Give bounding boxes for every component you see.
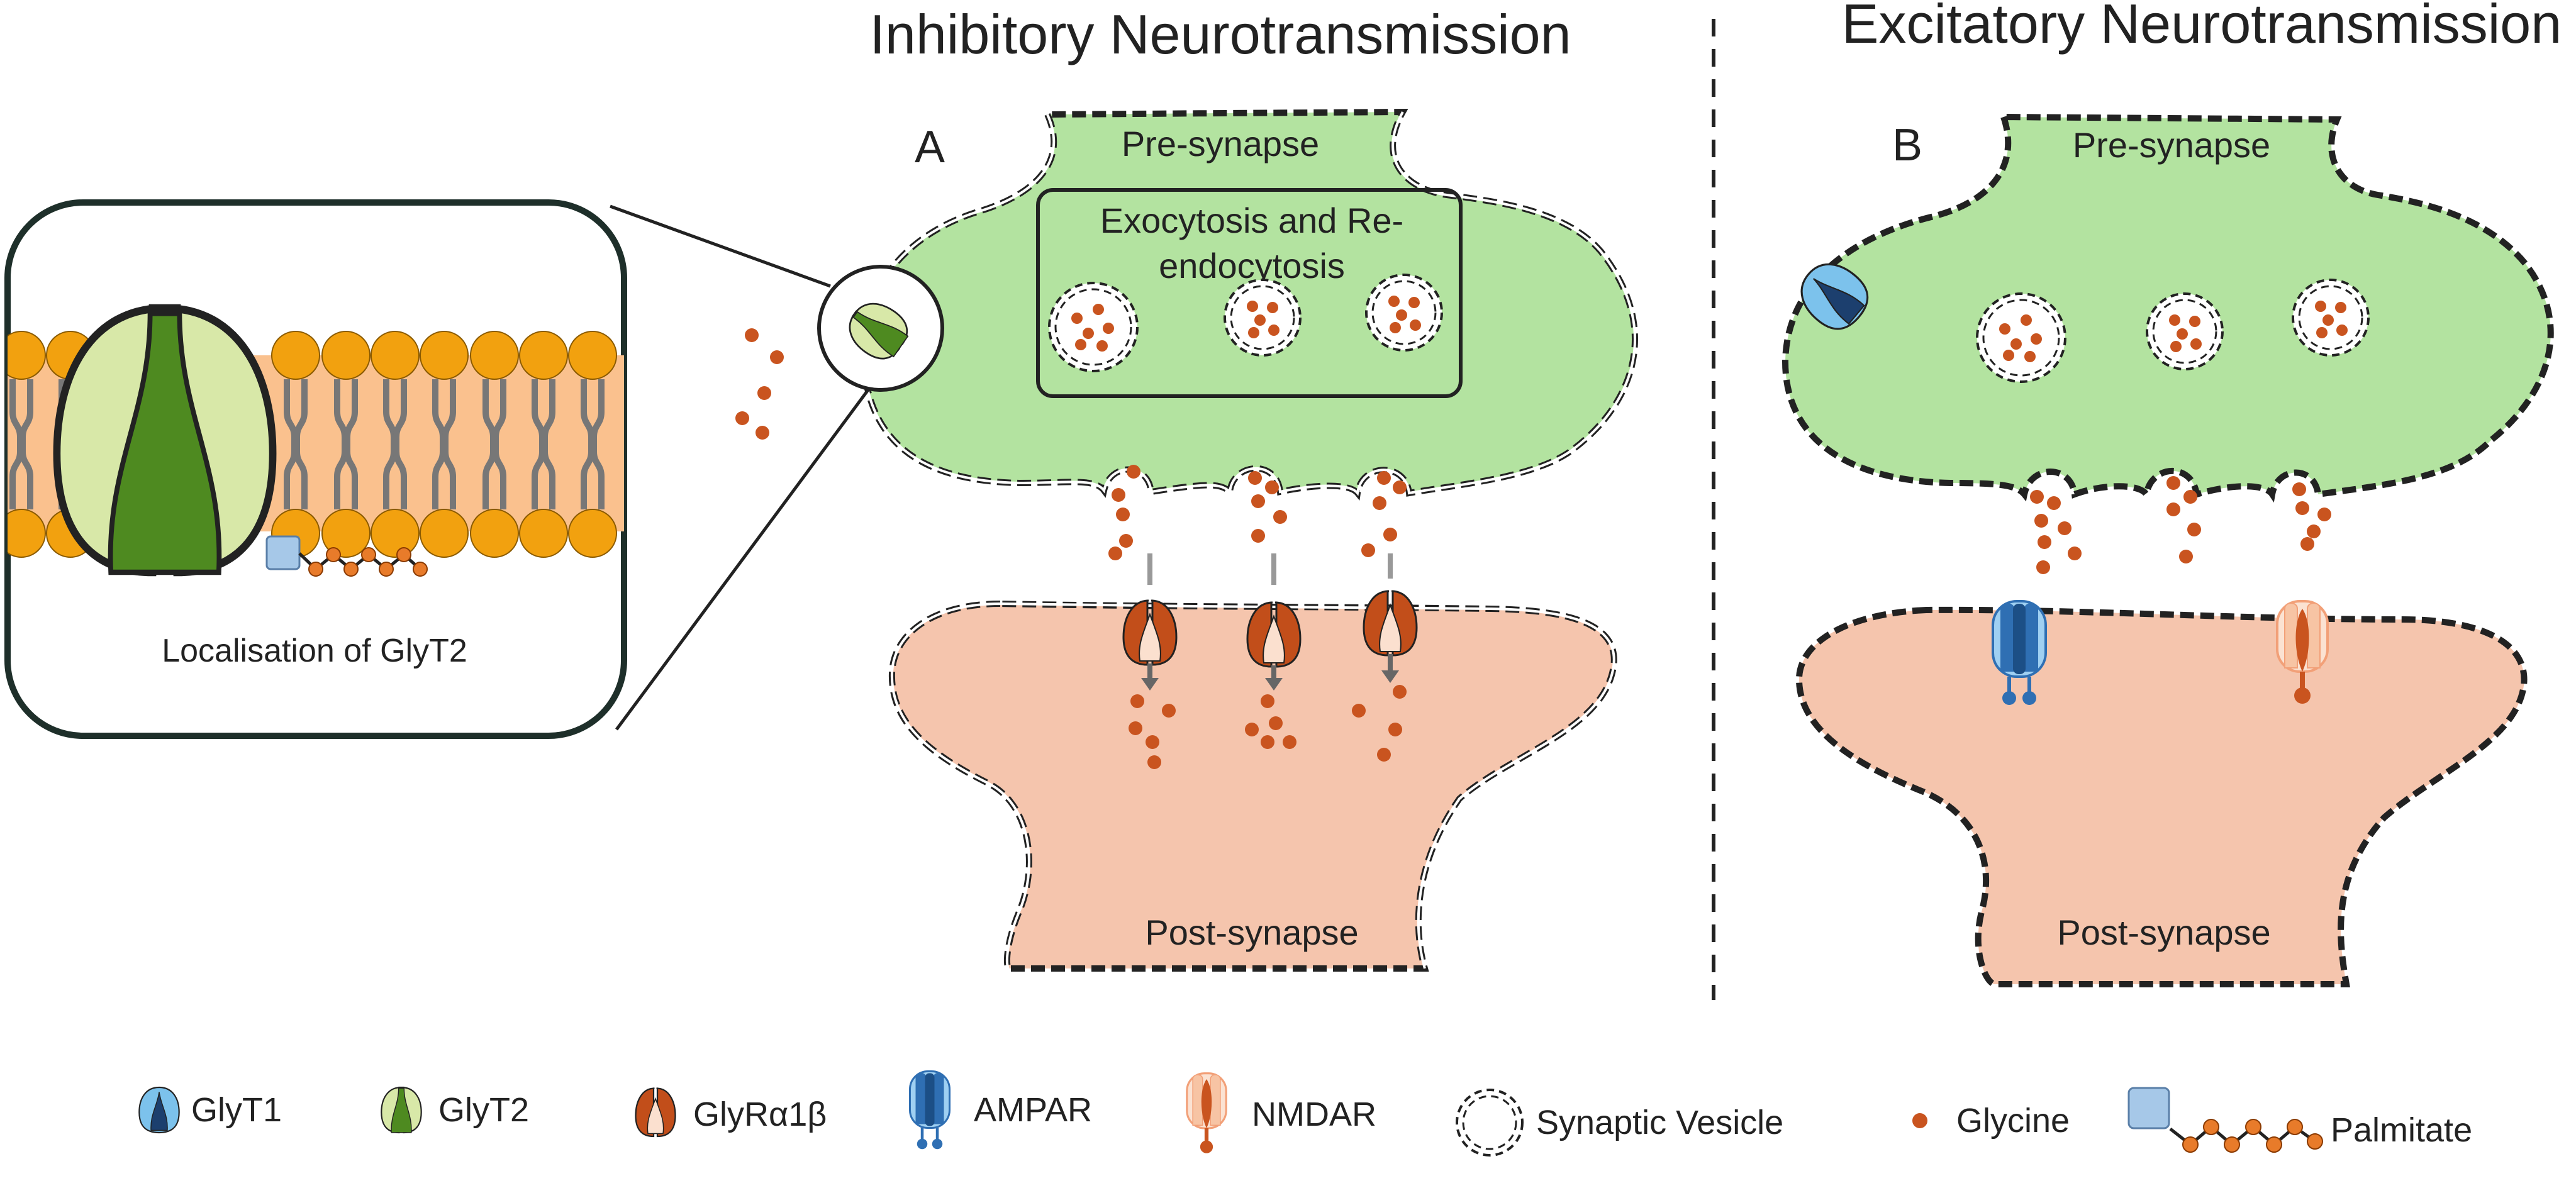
synaptic-vesicle (1048, 282, 1139, 372)
zoom-line (610, 204, 831, 288)
panel-b-title: Excitatory Neurotransmission (1842, 0, 2562, 55)
panel-a-title: Inhibitory Neurotransmission (869, 3, 1571, 65)
exocytosis-box (1036, 188, 1463, 398)
legend-palmitate-label: Palmitate (2331, 1111, 2472, 1149)
legend-glycine-label: Glycine (1956, 1102, 2070, 1140)
legend-vesicle-label: Synaptic Vesicle (1536, 1104, 1783, 1141)
exocytosis-label-line2: endocytosis (1159, 246, 1345, 286)
legend-glycine: Glycine (1912, 1102, 2070, 1140)
panel-a-letter: A (915, 122, 945, 172)
glycine-cloud-b (2030, 476, 2331, 574)
presynapse-a-label: Pre-synapse (1122, 124, 1319, 164)
synaptic-vesicle (1976, 292, 2066, 383)
glyr-receptor (1363, 553, 1418, 683)
legend-nmdar: NMDAR (1187, 1074, 1376, 1153)
synaptic-vesicle (2292, 279, 2370, 357)
legend-nmdar-label: NMDAR (1252, 1096, 1376, 1133)
legend-glyt2-label: GlyT2 (438, 1091, 529, 1129)
glyr-receptor (1246, 553, 1302, 691)
postsynapse-b-label: Post-synapse (2057, 913, 2270, 952)
panel-b: B Pre-synapse Post-synapse (1781, 113, 2554, 987)
legend-glyr-label: GlyRα1β (693, 1096, 827, 1133)
legend-ampar-label: AMPAR (974, 1091, 1092, 1129)
panel-a: A Pre-synapse Exocytosis and Re- endocyt… (610, 108, 1638, 972)
palmitate-anchor (265, 535, 428, 577)
glycine-postsynaptic-a (1129, 685, 1407, 769)
legend-ampar: AMPAR (910, 1072, 1092, 1150)
inset-caption: Localisation of GlyT2 (162, 633, 467, 669)
glyt2-inset: Localisation of GlyT2 (4, 199, 627, 739)
synaptic-vesicle (1365, 274, 1443, 352)
glycine-cloud-a (735, 328, 1407, 560)
presynapse-b-label: Pre-synapse (2073, 125, 2270, 165)
legend-glyr: GlyRα1β (635, 1087, 827, 1138)
legend-palmitate: Palmitate (2127, 1087, 2472, 1153)
legend: GlyT1 GlyT2 GlyRα1β AMPAR NMDAR Synaptic… (138, 1072, 2472, 1157)
synaptic-vesicle (2146, 292, 2224, 370)
legend-glyt1: GlyT1 (138, 1086, 282, 1134)
legend-vesicle: Synaptic Vesicle (1456, 1089, 1783, 1157)
legend-glyt1-label: GlyT1 (191, 1091, 282, 1129)
legend-glyt2: GlyT2 (381, 1086, 529, 1134)
synaptic-vesicle (1224, 279, 1302, 357)
zoom-line (615, 389, 870, 731)
glyr-receptor (1122, 553, 1178, 691)
panel-b-letter: B (1892, 120, 1922, 170)
postsynapse-b (1795, 606, 2528, 987)
postsynapse-a-label: Post-synapse (1145, 913, 1358, 952)
exocytosis-label-line1: Exocytosis and Re- (1100, 201, 1403, 240)
glyt2-large (57, 308, 272, 572)
